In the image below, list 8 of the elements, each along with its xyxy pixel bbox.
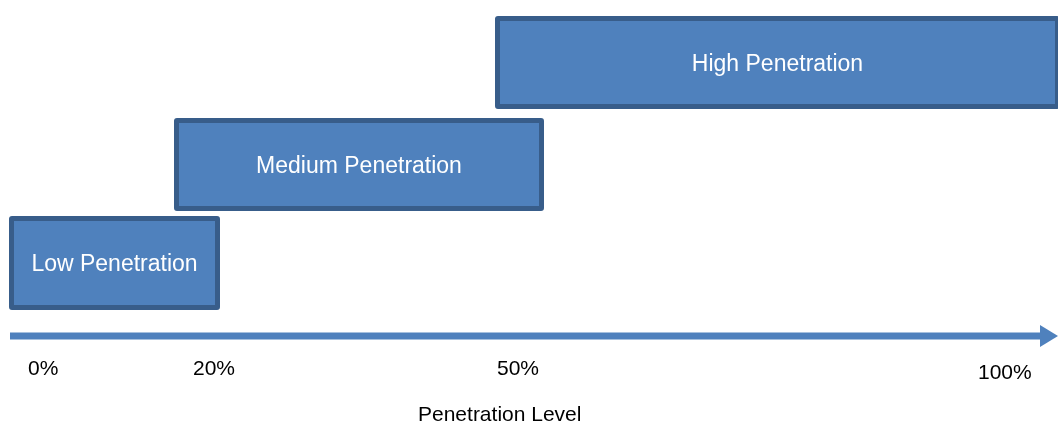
tick-label: 50% [497,356,540,380]
level-box: Medium Penetration [174,118,544,211]
tick-label: 20% [193,356,236,380]
level-box: Low Penetration [9,216,220,310]
tick-label: 0% [28,356,59,380]
axis-title: Penetration Level [418,402,582,426]
level-box: High Penetration [495,16,1058,109]
tick-label: 100% [978,360,1032,384]
